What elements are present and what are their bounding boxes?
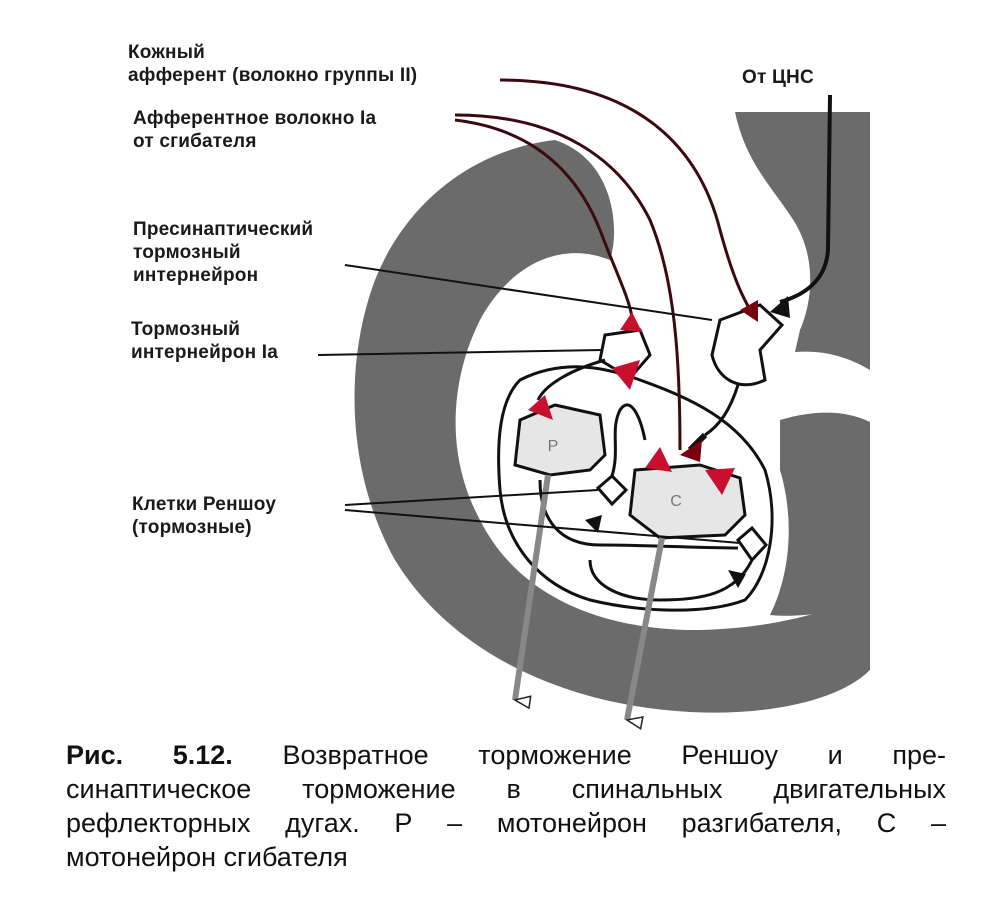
extensor-motor-axon — [512, 474, 551, 700]
flexor-synapse-right — [705, 468, 735, 495]
ia-leader — [317, 349, 603, 356]
caption-line-2: синаптическое торможение в спинальных дв… — [66, 774, 946, 804]
ia-interneuron-axon — [536, 358, 606, 401]
presynaptic-leader — [344, 264, 713, 321]
cns-inhibitory-terminal — [770, 296, 790, 318]
label-from-cns: От ЦНС — [742, 67, 814, 88]
caption-number: Рис. 5.12. — [66, 740, 233, 770]
renshaw-loop-upper — [610, 403, 647, 477]
renshaw-leader-1 — [344, 489, 599, 506]
label-inhibitory-interneuron-ia: Тормозный интернейрон Ia — [131, 319, 278, 363]
flexor-letter: C — [670, 493, 682, 510]
grey-matter-right-ventral — [770, 412, 870, 616]
grey-matter-left — [354, 140, 870, 713]
cns-fiber — [779, 94, 832, 304]
ia-interneuron-terminal-bottom — [612, 360, 640, 390]
renshaw-loop-lower — [588, 559, 754, 602]
flexor-motor-axon — [624, 537, 665, 720]
recurrent-collateral-loop — [538, 479, 739, 550]
renshaw-cell-left — [595, 473, 629, 507]
renshaw-cell-right — [735, 525, 768, 563]
extensor-letter: P — [548, 438, 559, 455]
afferent-ia-branch — [454, 118, 634, 319]
caption-line-3: рефлекторных дугах. Р – мотонейрон разги… — [66, 808, 946, 838]
cutaneous-terminal — [680, 440, 702, 462]
extensor-motoneuron — [513, 403, 607, 477]
grey-matter-right-dorsal — [735, 112, 870, 370]
spinal-cord-diagram: P C — [317, 78, 870, 740]
renshaw-leader-2 — [344, 509, 741, 544]
cutaneous-afferent-fiber — [499, 78, 752, 311]
label-afferent-ia: Афферентное волокно Ia от сгибателя — [133, 108, 377, 152]
presynaptic-interneuron — [710, 303, 785, 387]
afferent-ia-fiber — [454, 113, 682, 451]
renshaw-inhibitory-terminal-1 — [585, 515, 602, 533]
extensor-synapse — [528, 395, 553, 420]
presynaptic-axon — [704, 384, 740, 437]
presynaptic-terminal — [740, 300, 758, 322]
label-cutaneous-afferent: Кожный афферент (волокно группы II) — [128, 42, 418, 86]
label-presynaptic-interneuron: Пресинаптический тормозный интернейрон — [133, 219, 314, 286]
label-renshaw-cells: Клетки Реншоу (тормозные) — [132, 494, 277, 538]
figure-caption: Рис. 5.12. Возвратное торможение Реншоу … — [66, 738, 946, 874]
ia-interneuron-terminal-top — [620, 312, 642, 332]
caption-line-1: Рис. 5.12. Возвратное торможение Реншоу … — [66, 740, 946, 770]
flexor-synapse-left — [645, 447, 672, 472]
caption-line-4: мотонейрон сгибателя — [66, 842, 348, 872]
